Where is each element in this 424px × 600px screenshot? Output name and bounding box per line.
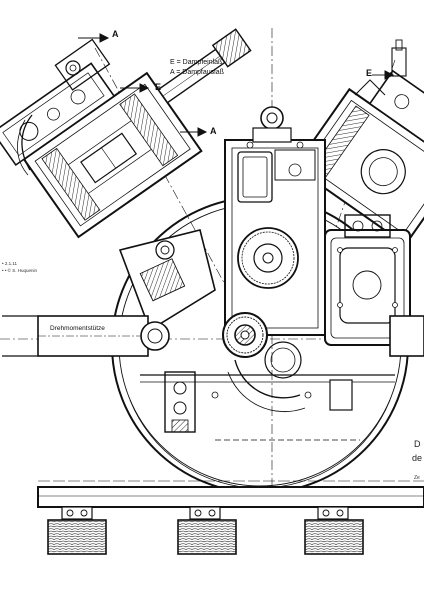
detail-bolts <box>211 141 398 399</box>
margin-text-ze: Ze <box>414 475 420 481</box>
credit-date: • 2.1.11 <box>2 261 18 266</box>
callout-a-mid: A <box>210 126 217 136</box>
margin-text-d: D <box>414 439 421 449</box>
callout-a-top: A <box>112 29 119 39</box>
gear-train <box>222 227 306 413</box>
sleeper-1 <box>47 506 107 555</box>
credit-author: • • © S. Huquenin <box>2 268 37 273</box>
legend-inlet: E = Dampfeinlaß <box>170 59 223 66</box>
right-top-fittings <box>354 39 407 96</box>
sleeper-2 <box>177 506 237 555</box>
callout-e-right: E <box>366 68 373 78</box>
margin-text-de: de <box>412 453 423 463</box>
torque-arm-label: Drehmomentstütze <box>48 325 107 333</box>
section-arrows <box>78 33 395 137</box>
right-cylinder <box>293 69 424 246</box>
lower-mount <box>140 371 395 441</box>
crankcase <box>224 106 326 336</box>
rail <box>37 480 424 508</box>
right-gearbox <box>324 214 411 346</box>
legend-outlet: A = Dampfauslaß <box>170 69 224 76</box>
torque-arm-bar <box>2 315 424 357</box>
left-top-flange <box>17 38 111 176</box>
left-bracket <box>118 229 216 332</box>
callout-e-left: E <box>155 82 162 92</box>
sleeper-3 <box>304 506 364 555</box>
left-cylinder <box>0 28 252 239</box>
